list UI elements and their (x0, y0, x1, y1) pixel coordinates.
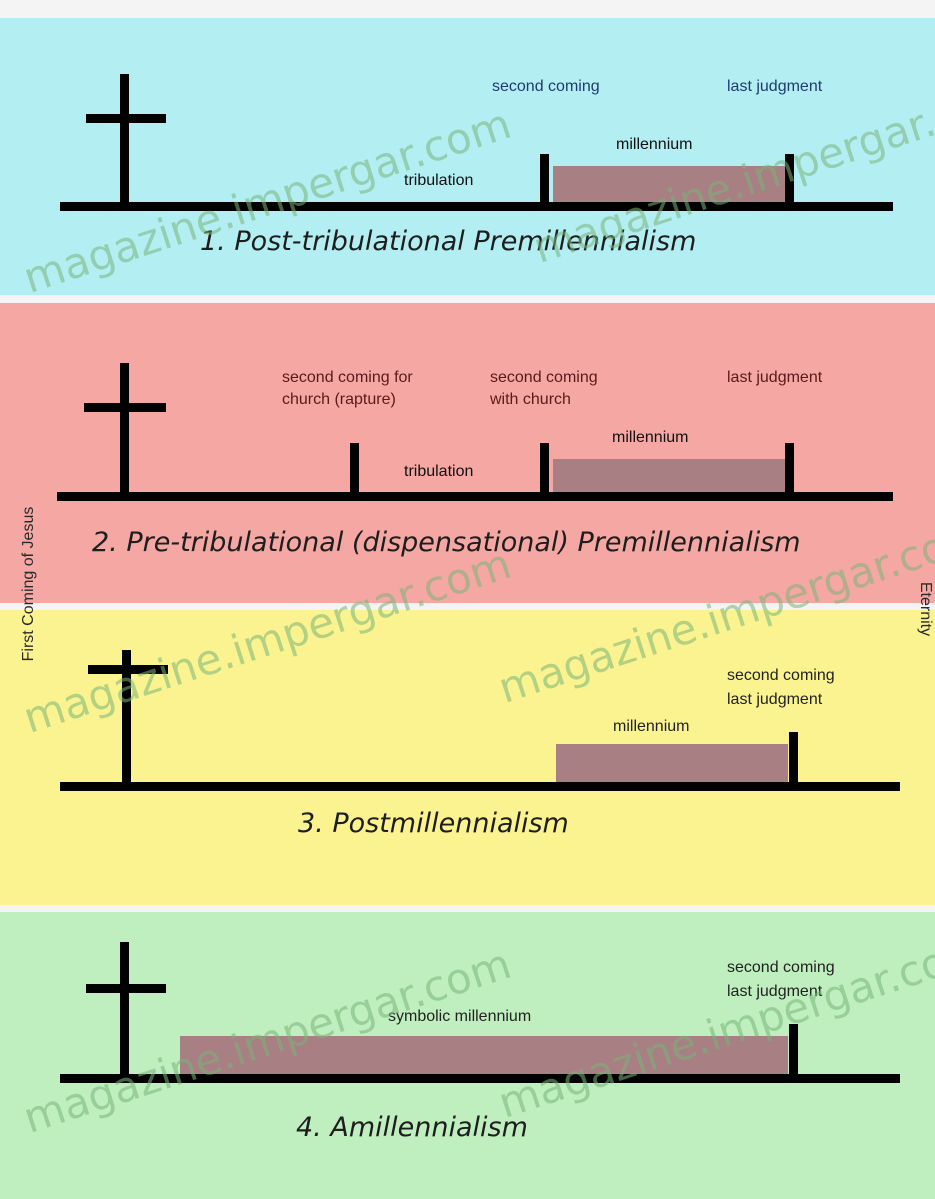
label-with-church-line1: second coming (490, 369, 598, 386)
cross-horizontal (84, 403, 166, 412)
label-last-judgment: last judgment (727, 983, 823, 1000)
last-judgment-marker (785, 443, 794, 498)
cross-vertical (120, 942, 129, 1082)
panel-post-tribulational: second coming last judgment millennium t… (0, 18, 935, 295)
second-coming-marker (789, 732, 798, 787)
second-coming-marker (789, 1024, 798, 1080)
label-tribulation: tribulation (404, 172, 474, 189)
label-millennium: millennium (616, 136, 693, 153)
panel-title: 2. Pre-tribulational (dispensational) Pr… (92, 527, 801, 558)
rapture-marker (350, 443, 359, 498)
timeline-axis (60, 1074, 900, 1083)
cross-vertical (120, 74, 129, 209)
label-with-church-line2: with church (490, 391, 571, 408)
millennium-block (553, 166, 785, 204)
panel-amillennialism: second coming last judgment symbolic mil… (0, 912, 935, 1199)
panel-title: 4. Amillennialism (296, 1112, 528, 1143)
second-coming-marker (540, 443, 549, 498)
label-second-coming: second coming (492, 78, 600, 95)
panel-title: 3. Postmillennialism (298, 808, 569, 839)
millennium-block (180, 1036, 788, 1076)
label-millennium: symbolic millennium (388, 1008, 532, 1025)
label-last-judgment: last judgment (727, 691, 823, 708)
label-second-coming: second coming (727, 667, 835, 684)
label-millennium: millennium (613, 718, 690, 735)
timeline-axis (57, 492, 893, 501)
label-second-coming: second coming (727, 959, 835, 976)
last-judgment-marker (785, 154, 794, 209)
side-label-first-coming: First Coming of Jesus (20, 506, 37, 662)
second-coming-marker (540, 154, 549, 209)
label-last-judgment: last judgment (727, 78, 823, 95)
cross-horizontal (86, 984, 166, 993)
label-millennium: millennium (612, 429, 689, 446)
label-last-judgment: last judgment (727, 369, 823, 386)
millennium-block (556, 744, 788, 784)
cross-vertical (120, 363, 129, 498)
label-rapture-line1: second coming for (282, 369, 413, 386)
millennium-block (553, 459, 785, 493)
timeline-axis (60, 202, 893, 211)
label-tribulation: tribulation (404, 463, 474, 480)
timeline-axis (60, 782, 900, 791)
panel-pre-tribulational: second coming for church (rapture) secon… (0, 303, 935, 603)
cross-horizontal (88, 665, 168, 674)
label-rapture-line2: church (rapture) (282, 391, 396, 408)
side-label-eternity: Eternity (917, 581, 934, 637)
panel-postmillennialism: second coming last judgment millennium 3… (0, 610, 935, 905)
cross-horizontal (86, 114, 166, 123)
cross-vertical (122, 650, 131, 788)
panel-title: 1. Post-tribulational Premillennialism (200, 226, 697, 257)
